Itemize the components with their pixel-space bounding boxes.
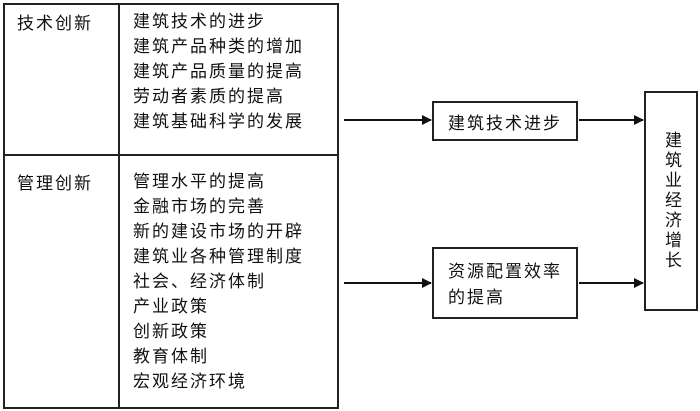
economic-growth-box: 建筑业经济增长 <box>644 91 698 311</box>
tech-progress-label: 建筑技术进步 <box>448 113 562 134</box>
resource-efficiency-box: 资源配置效率 的提高 <box>432 247 578 319</box>
factor-item: 管理水平的提高 <box>133 172 266 192</box>
table-column-divider <box>118 3 120 409</box>
management-innovation-factors: 管理水平的提高 金融市场的完善 新的建设市场的开辟 建筑业各种管理制度 社会、经… <box>133 170 304 395</box>
factor-item: 创新政策 <box>133 322 209 342</box>
factor-item: 建筑技术的进步 <box>133 12 266 32</box>
factor-item: 教育体制 <box>133 347 209 367</box>
resource-efficiency-label-line2: 的提高 <box>448 288 505 308</box>
factor-item: 新的建设市场的开辟 <box>133 222 304 242</box>
economic-growth-label: 建筑业经济增长 <box>661 131 681 271</box>
factor-item: 金融市场的完善 <box>133 197 266 217</box>
factor-item: 建筑业各种管理制度 <box>133 247 304 267</box>
factor-item: 建筑产品质量的提高 <box>133 62 304 82</box>
factor-item: 建筑产品种类的增加 <box>133 37 304 57</box>
factor-item: 劳动者素质的提高 <box>133 87 285 107</box>
factor-item: 产业政策 <box>133 297 209 317</box>
category-management-innovation: 管理创新 <box>17 174 93 194</box>
tech-innovation-factors: 建筑技术的进步 建筑产品种类的增加 建筑产品质量的提高 劳动者素质的提高 建筑基… <box>133 10 304 135</box>
factor-item: 宏观经济环境 <box>133 372 247 392</box>
table-row-divider <box>3 154 339 156</box>
factor-item: 建筑基础科学的发展 <box>133 112 304 132</box>
tech-progress-box: 建筑技术进步 <box>432 101 578 141</box>
factor-item: 社会、经济体制 <box>133 272 266 292</box>
resource-efficiency-label-line1: 资源配置效率 <box>448 262 562 282</box>
category-tech-innovation: 技术创新 <box>17 14 93 34</box>
innovation-table <box>3 3 339 409</box>
